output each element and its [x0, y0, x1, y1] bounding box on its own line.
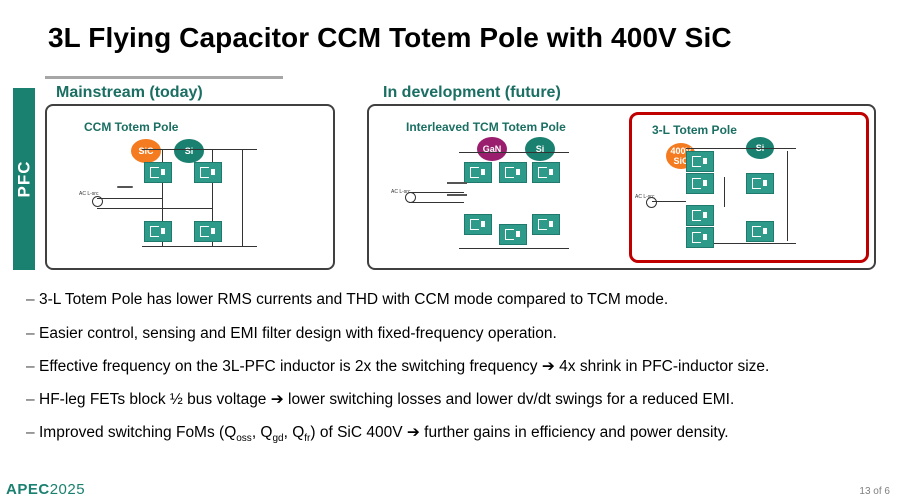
mainstream-panel: CCM Totem Pole SiC Si AC L-src: [45, 104, 335, 270]
apec-logo: APEC2025: [6, 481, 86, 498]
pfc-side-label: PFC: [13, 88, 35, 270]
bullet-item: –Effective frequency on the 3L-PFC induc…: [26, 358, 770, 375]
title-underline: [45, 76, 283, 79]
si-badge: Si: [174, 139, 204, 163]
development-label: In development (future): [383, 84, 561, 101]
three-level-title: 3-L Totem Pole: [652, 123, 737, 137]
page-number: 13 of 6: [859, 486, 890, 497]
sic-badge: SiC: [131, 139, 161, 163]
tcm-totem-pole-title: Interleaved TCM Totem Pole: [406, 120, 566, 134]
development-panel: Interleaved TCM Totem Pole GaN Si AC L-s…: [367, 104, 876, 270]
slide-title: 3L Flying Capacitor CCM Totem Pole with …: [48, 22, 732, 53]
three-level-highlight: 3-L Totem Pole 400V SiC Si AC L-src: [629, 112, 869, 263]
mainstream-label: Mainstream (today): [56, 84, 203, 101]
bullet-item: –Easier control, sensing and EMI filter …: [26, 325, 557, 342]
si-badge-tcm: Si: [525, 137, 555, 161]
bullet-item: –3-L Totem Pole has lower RMS currents a…: [26, 291, 669, 308]
bullet-item: –Improved switching FoMs (Qoss, Qgd, Qfr…: [26, 424, 729, 445]
gan-badge: GaN: [477, 137, 507, 161]
bullet-item: –HF-leg FETs block ½ bus voltage ➔ lower…: [26, 391, 735, 408]
ccm-totem-pole-title: CCM Totem Pole: [84, 120, 179, 134]
